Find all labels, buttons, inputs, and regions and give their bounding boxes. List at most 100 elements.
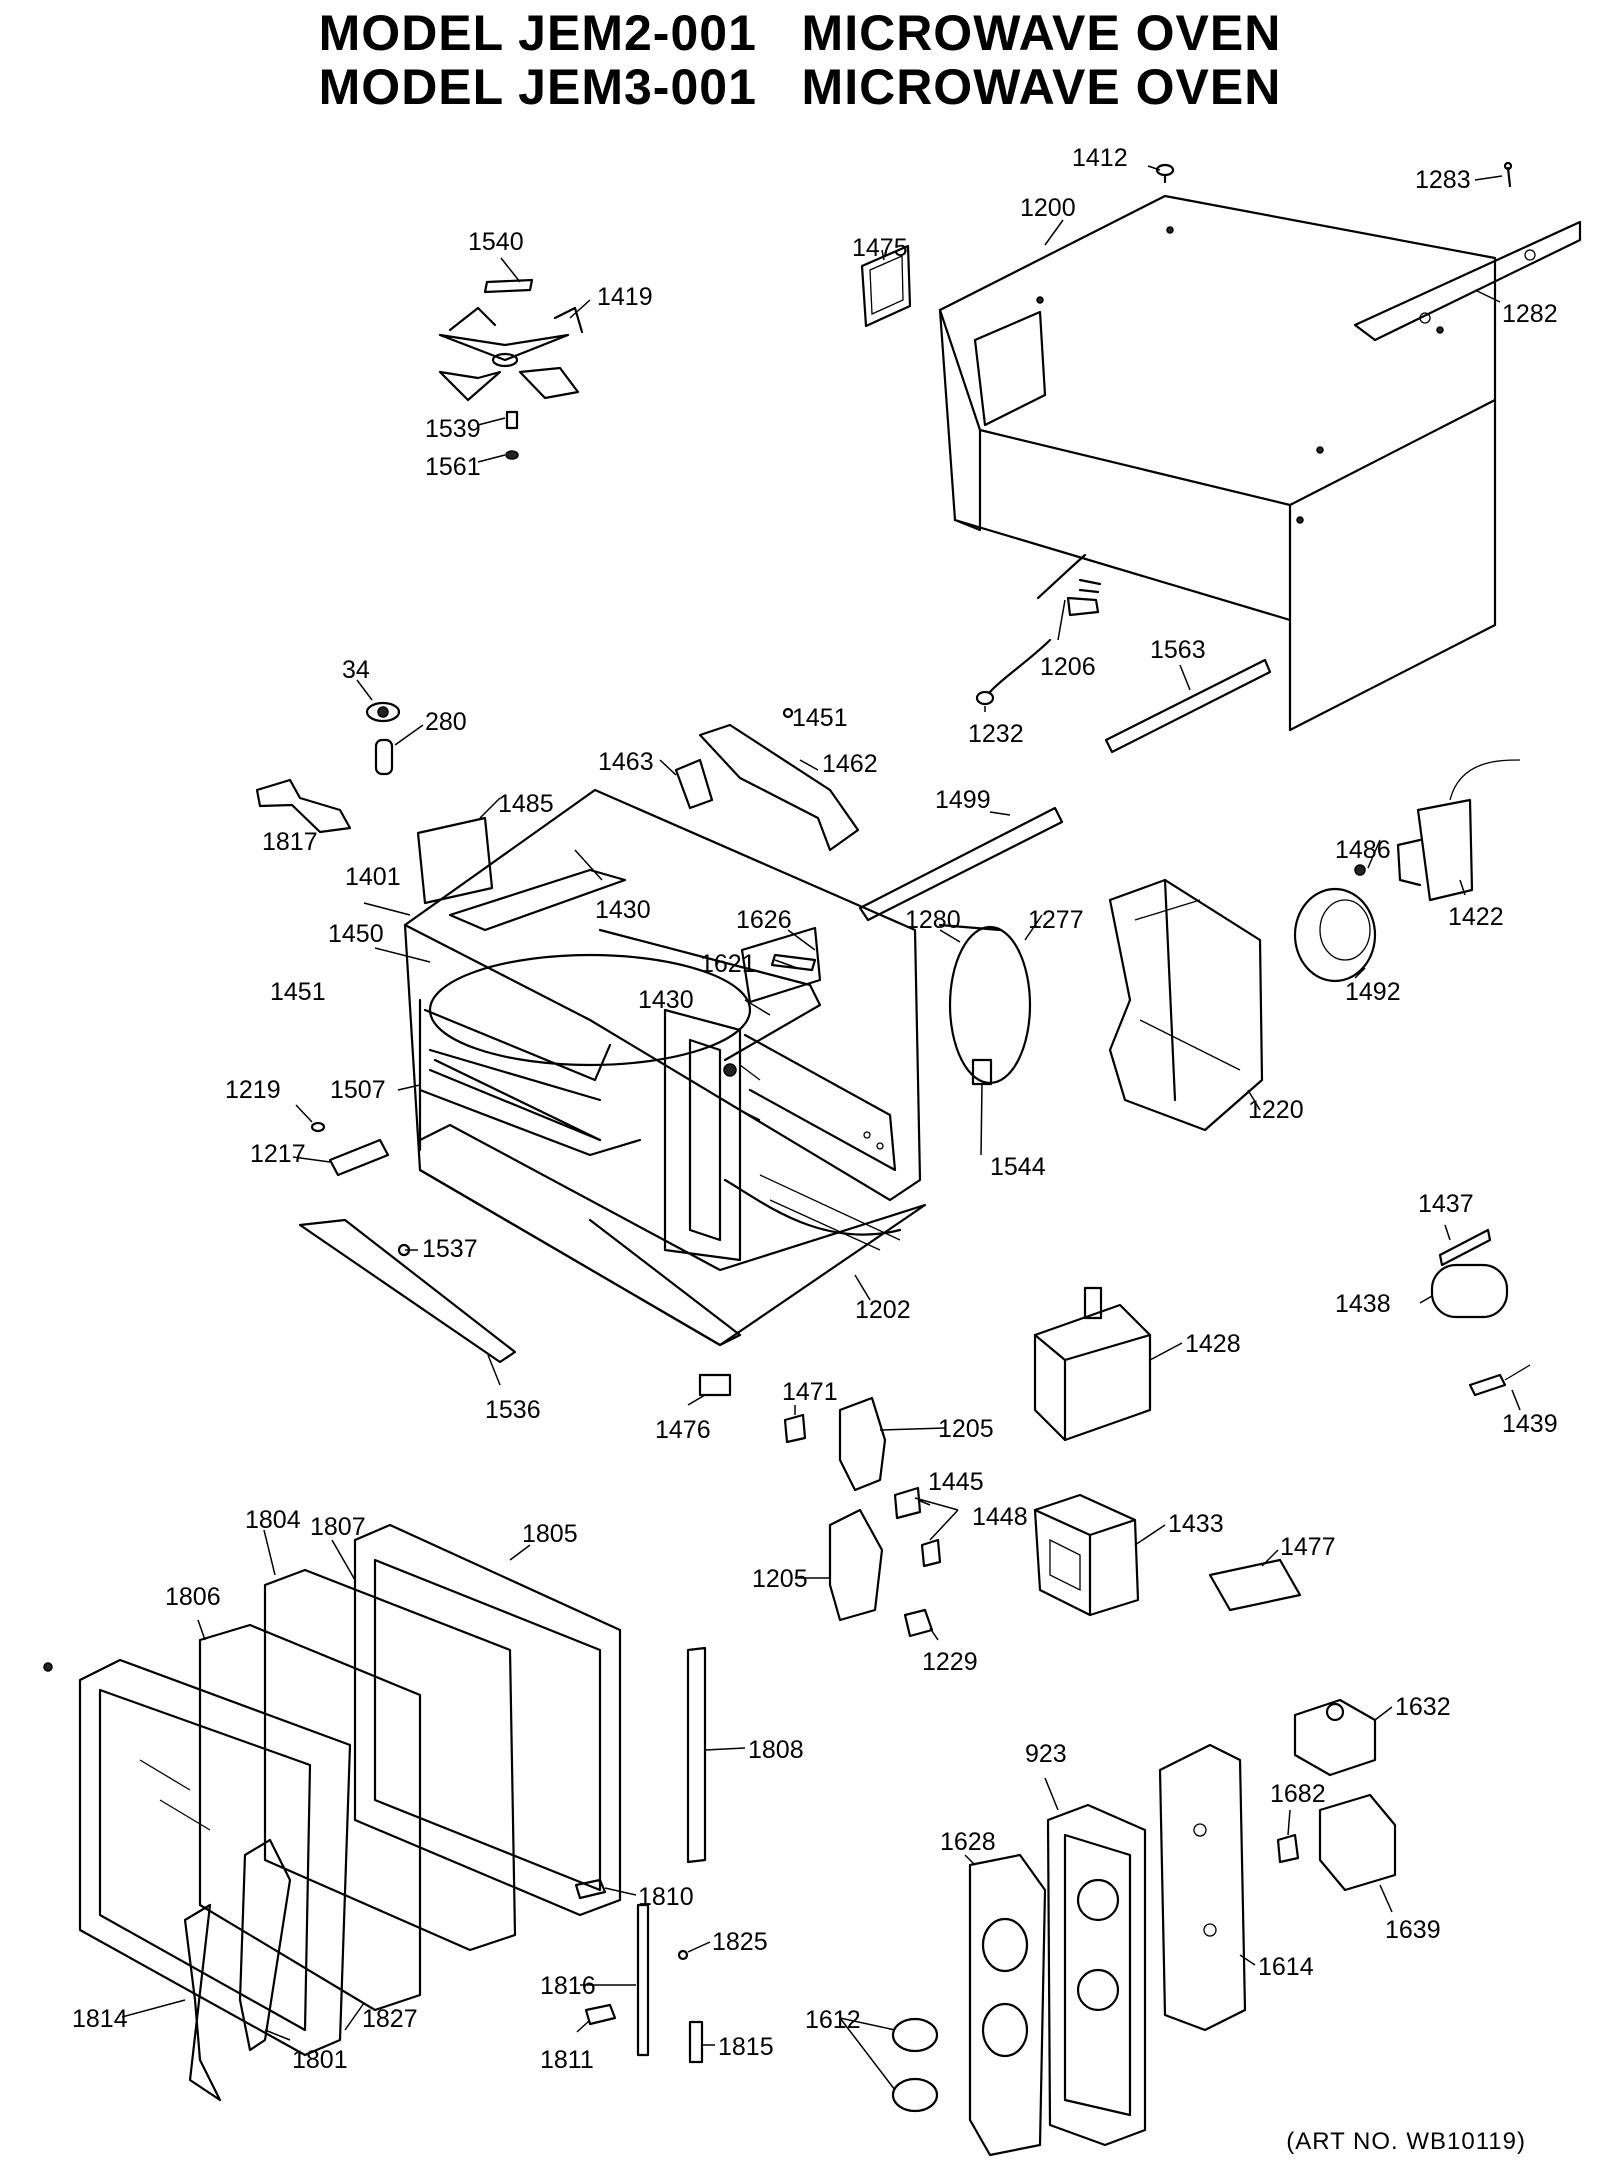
rod-1280 — [938, 923, 1002, 932]
label-1563: 1563 — [1150, 636, 1206, 664]
knobs-1612 — [891, 2017, 939, 2113]
screw-1451 — [782, 707, 794, 719]
label-1801: 1801 — [292, 2046, 348, 2074]
hook-1810 — [574, 1878, 607, 1900]
switch-1229 — [903, 1608, 934, 1638]
fan-blade-1492 — [1293, 864, 1377, 983]
label-1277: 1277 — [1028, 906, 1084, 934]
label-1561: 1561 — [425, 453, 481, 481]
label-1206: 1206 — [1040, 653, 1096, 681]
duct-1462-1463 — [674, 723, 860, 852]
label-1422: 1422 — [1448, 903, 1504, 931]
label-1486: 1486 — [1335, 836, 1391, 864]
label-1639: 1639 — [1385, 1916, 1441, 1944]
label-1825: 1825 — [712, 1928, 768, 1956]
fuse-1439 — [1468, 1364, 1531, 1397]
label-1428: 1428 — [1185, 1330, 1241, 1358]
rod-1816 — [636, 1903, 650, 2057]
door-assembly — [78, 1523, 622, 2102]
label-1219: 1219 — [225, 1076, 281, 1104]
art-number: (ART NO. WB10119) — [1286, 2128, 1526, 2155]
fan-motor-1422 — [1396, 759, 1521, 902]
label-1205-lower: 1205 — [752, 1565, 808, 1593]
panel-1628 — [968, 1853, 1047, 2157]
part-labels: 1412 1283 1200 1475 1282 1540 1419 1539 … — [72, 144, 1558, 2074]
label-1817: 1817 — [262, 828, 318, 856]
thermostat-34-280 — [365, 701, 401, 776]
label-1539: 1539 — [425, 415, 481, 443]
label-1430-upper: 1430 — [595, 896, 651, 924]
label-1507: 1507 — [330, 1076, 386, 1104]
label-1612: 1612 — [805, 2006, 861, 2034]
label-1232: 1232 — [968, 720, 1024, 748]
label-1401: 1401 — [345, 863, 401, 891]
leader-lines — [121, 165, 1521, 2091]
label-1430-lower: 1430 — [638, 986, 694, 1014]
label-1807: 1807 — [310, 1513, 366, 1541]
label-1485: 1485 — [498, 790, 554, 818]
label-1544: 1544 — [990, 1153, 1046, 1181]
label-1220: 1220 — [1248, 1096, 1304, 1124]
latch-assembly-1205b — [828, 1508, 884, 1622]
label-1682: 1682 — [1270, 1780, 1326, 1808]
label-1463: 1463 — [598, 748, 654, 776]
label-1450: 1450 — [328, 920, 384, 948]
hook-1811 — [584, 2003, 617, 2026]
label-1451-left: 1451 — [270, 978, 326, 1006]
label-1282: 1282 — [1502, 300, 1558, 328]
screw-1825 — [677, 1949, 689, 1961]
label-1537: 1537 — [422, 1235, 478, 1263]
label-1412: 1412 — [1072, 144, 1128, 172]
label-1628: 1628 — [940, 1828, 996, 1856]
outer-case-1200 — [938, 194, 1497, 732]
label-1445: 1445 — [928, 1468, 984, 1496]
screw-1283 — [1503, 161, 1513, 188]
switch-1682 — [1276, 1833, 1300, 1864]
screw-door — [43, 1662, 53, 1672]
label-280: 280 — [425, 708, 467, 736]
shutter-1626-1621 — [723, 926, 822, 1077]
label-1808: 1808 — [748, 1736, 804, 1764]
strip-1282 — [1353, 220, 1582, 342]
label-1804: 1804 — [245, 1506, 301, 1534]
power-cord-1206 — [988, 553, 1102, 694]
waveguide-cover-1485 — [416, 816, 494, 905]
tray-1219-1217 — [310, 1121, 390, 1177]
label-1462: 1462 — [822, 750, 878, 778]
label-1280: 1280 — [905, 906, 961, 934]
label-1229: 1229 — [922, 1648, 978, 1676]
label-1816: 1816 — [540, 1972, 596, 2000]
label-1451-top: 1451 — [792, 704, 848, 732]
capacitor-1438-1437 — [1430, 1228, 1509, 1319]
strip-1563 — [1104, 658, 1272, 754]
label-1200: 1200 — [1020, 194, 1076, 222]
label-1810: 1810 — [638, 1883, 694, 1911]
timer-1632 — [1293, 1698, 1377, 1777]
plate-1477 — [1208, 1558, 1302, 1612]
switches-1445-1448 — [893, 1486, 942, 1568]
label-1283: 1283 — [1415, 166, 1471, 194]
bracket-1614 — [1158, 1743, 1247, 2032]
label-1477: 1477 — [1280, 1533, 1336, 1561]
label-1492: 1492 — [1345, 978, 1401, 1006]
screw-1412 — [1155, 163, 1175, 184]
gasket-1808 — [686, 1646, 707, 1864]
label-1811: 1811 — [540, 2046, 594, 2074]
oven-cavity-1401 — [403, 788, 927, 1347]
magnetron-1428 — [1033, 1286, 1152, 1442]
label-1439: 1439 — [1502, 1410, 1558, 1438]
bracket-1817 — [255, 778, 352, 834]
label-923: 923 — [1025, 1740, 1067, 1768]
bracket-1499 — [858, 806, 1064, 922]
label-1626: 1626 — [736, 906, 792, 934]
switch-1471 — [783, 1413, 807, 1444]
seal-1536 — [298, 1218, 517, 1364]
spring-1815 — [688, 2020, 704, 2064]
label-1805: 1805 — [522, 1520, 578, 1548]
transformer-1433 — [1033, 1493, 1140, 1617]
cover-plate-1475 — [860, 244, 912, 328]
label-1814: 1814 — [72, 2005, 128, 2033]
label-1433: 1433 — [1168, 1510, 1224, 1538]
timer-1639 — [1318, 1793, 1397, 1892]
